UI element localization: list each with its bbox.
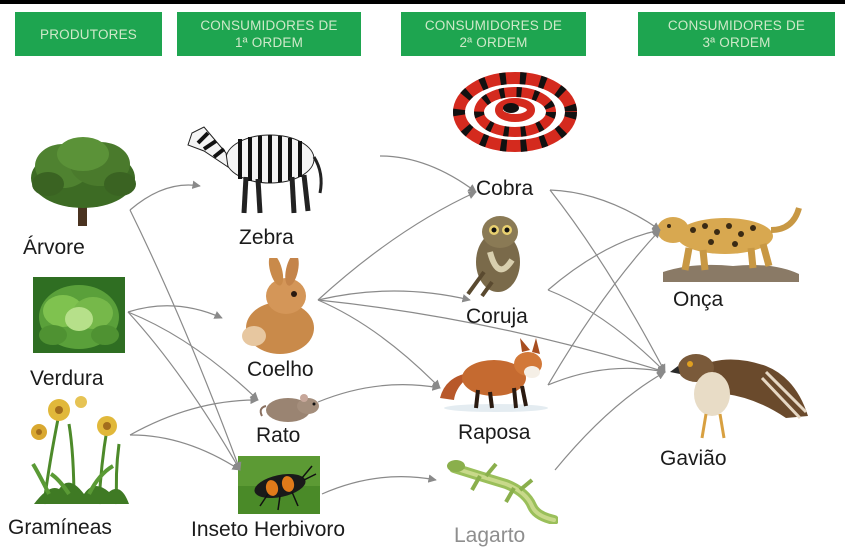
flowering-grass-icon [31, 396, 129, 505]
coral-snake-icon [453, 72, 577, 152]
header-consumidores-2-ordem: CONSUMIDORES DE 2ª ORDEM [401, 12, 586, 56]
lettuce-icon [33, 277, 125, 353]
arrow-coelho-to-coruja [317, 290, 471, 303]
arrow-raposa-to-onca [547, 229, 661, 386]
rabbit-icon [242, 258, 314, 354]
arrow-arvore-to-zebra [129, 180, 201, 211]
top-border-line [0, 0, 845, 4]
arrow-coelho-to-cobra [317, 191, 477, 301]
arrow-coruja-to-onca [547, 227, 661, 291]
label-coelho: Coelho [247, 358, 314, 381]
rat-icon [259, 394, 319, 422]
label-raposa: Raposa [458, 421, 531, 444]
label-gaviao: Gavião [660, 447, 727, 470]
owl-icon [466, 216, 520, 298]
arrow-verdura-to-rato [127, 311, 259, 401]
arrow-coelho-to-gaviao [317, 299, 666, 374]
label-cobra: Cobra [476, 177, 534, 200]
arrow-lagarto-to-gaviao [554, 371, 666, 471]
label-arvore: Árvore [23, 236, 85, 259]
header-consumidores-2-label: CONSUMIDORES DE 2ª ORDEM [424, 18, 563, 50]
label-verdura: Verdura [30, 367, 104, 390]
header-consumidores-3-ordem: CONSUMIDORES DE 3ª ORDEM [638, 12, 835, 56]
label-zebra: Zebra [239, 226, 294, 249]
hawk-icon [670, 354, 808, 439]
header-consumidores-1-label: CONSUMIDORES DE 1ª ORDEM [200, 18, 338, 50]
arrow-verdura-to-inseto [127, 311, 241, 471]
header-produtores: PRODUTORES [15, 12, 162, 56]
label-rato: Rato [256, 424, 301, 447]
beetle-icon [238, 456, 320, 514]
header-consumidores-1-ordem: CONSUMIDORES DE 1ª ORDEM [177, 12, 361, 56]
arrow-coelho-to-raposa [317, 299, 441, 389]
label-lagarto: Lagarto [454, 524, 526, 547]
arrow-verdura-to-coelho [127, 305, 223, 319]
label-coruja: Coruja [466, 305, 528, 328]
arrow-cobra-to-gaviao [549, 189, 666, 373]
jaguar-icon [657, 207, 802, 282]
arrow-arvore-to-inseto [129, 209, 242, 471]
arrow-gramineas-to-inseto [129, 434, 241, 471]
tree-icon [31, 137, 136, 226]
label-onca: Onça [673, 288, 724, 311]
header-produtores-label: PRODUTORES [39, 26, 137, 42]
lizard-icon [447, 460, 558, 524]
arrow-rato-to-raposa [317, 382, 441, 403]
arrow-zebra-to-cobra [379, 155, 477, 193]
arrow-coruja-to-gaviao [547, 289, 666, 373]
header-consumidores-3-label: CONSUMIDORES DE 3ª ORDEM [667, 18, 806, 50]
zebra-icon [187, 126, 323, 214]
arrow-inseto-to-lagarto [321, 474, 437, 495]
label-inseto-herbivoro: Inseto Herbivoro [191, 518, 346, 541]
arrow-raposa-to-gaviao [547, 366, 666, 386]
label-gramineas: Gramíneas [8, 516, 112, 539]
fox-icon [440, 338, 548, 412]
arrow-cobra-to-onca [549, 189, 661, 231]
arrow-gramineas-to-rato [129, 395, 259, 436]
